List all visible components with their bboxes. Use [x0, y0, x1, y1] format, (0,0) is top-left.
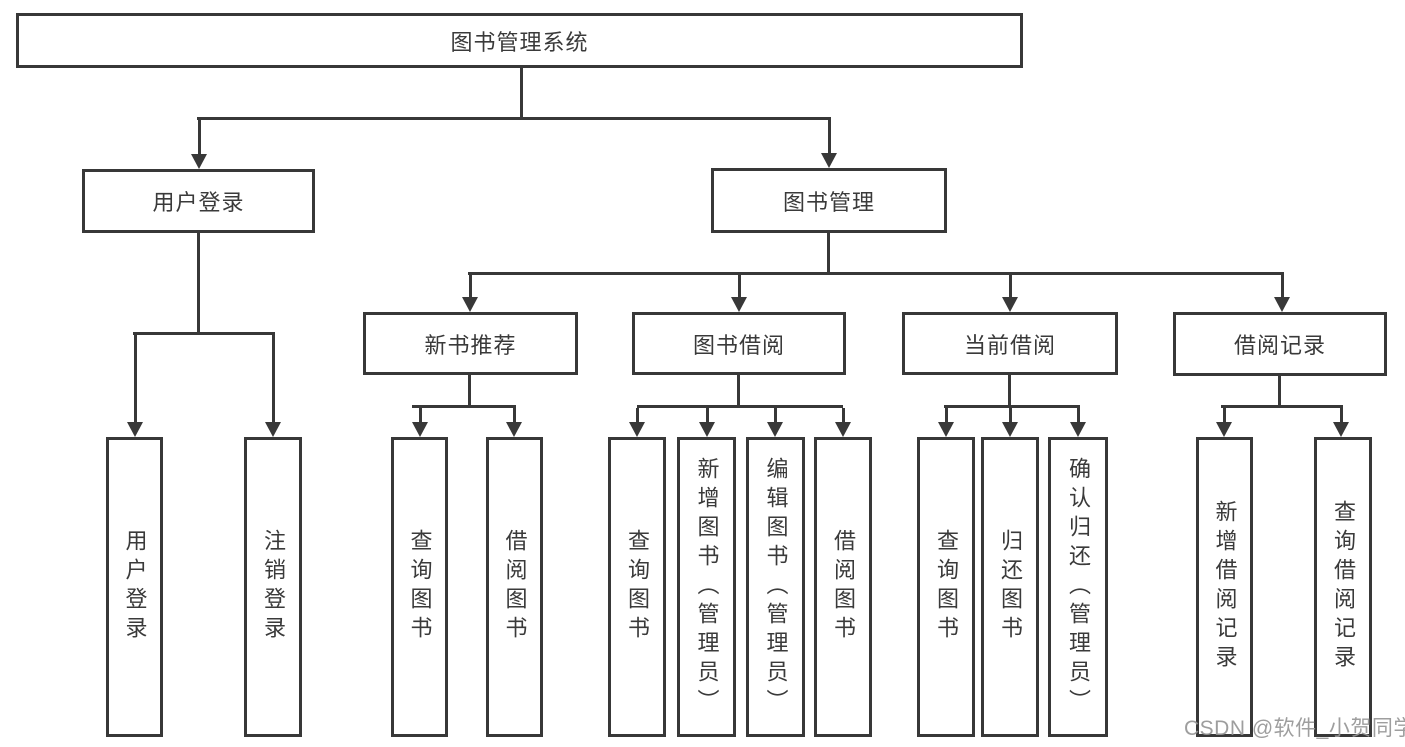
edge-new-book-recommend-trunk [468, 373, 471, 408]
leaf-record-add: 新增借阅记录 [1196, 437, 1253, 737]
arrowhead-icon [1070, 422, 1086, 437]
leaf-recommend-borrow-book: 借阅图书 [486, 437, 543, 737]
leaf-user-login: 用户登录 [106, 437, 163, 737]
leaf-current-query-book: 查询图书 [917, 437, 975, 737]
arrowhead-icon [1002, 422, 1018, 437]
edge-borrow-record-branch [1221, 405, 1343, 408]
leaf-logout-label: 注销登录 [261, 529, 286, 645]
arrow-to-borrow-record [1274, 275, 1290, 312]
leaf-borrow-edit-book-label: 编辑图书（管理员） [763, 456, 789, 718]
arrowhead-icon [699, 422, 715, 437]
leaf-borrow-borrow-book: 借阅图书 [814, 437, 872, 737]
arrowhead-icon [821, 153, 837, 168]
arrow-to-recommend-query-book [412, 408, 428, 437]
arrow-to-recommend-borrow-book [506, 408, 522, 437]
arrowhead-icon [191, 154, 207, 169]
arrow-to-leaf-user-login [127, 335, 143, 437]
node-user-login: 用户登录 [82, 169, 315, 233]
leaf-borrow-query-book: 查询图书 [608, 437, 666, 737]
node-book-management-label: 图书管理 [782, 189, 875, 215]
node-current-borrow: 当前借阅 [902, 312, 1118, 375]
arrow-to-record-query [1333, 408, 1349, 437]
arrowhead-icon [1274, 297, 1290, 312]
arrow-to-user-login [191, 119, 207, 169]
arrow-to-record-add [1216, 408, 1232, 437]
node-user-login-label: 用户登录 [152, 190, 245, 215]
edge-book-borrow-trunk [737, 373, 740, 408]
leaf-borrow-borrow-book-label: 借阅图书 [831, 529, 856, 645]
node-borrow-record-label: 借阅记录 [1233, 333, 1326, 358]
leaf-borrow-add-book: 新增图书（管理员） [677, 437, 736, 737]
arrow-to-borrow-edit-book [767, 408, 783, 437]
arrowhead-icon [767, 422, 783, 437]
arrow-to-current-confirm-return [1070, 408, 1086, 437]
node-current-borrow-label: 当前借阅 [963, 332, 1056, 358]
arrow-to-borrow-add-book [699, 408, 715, 437]
arrowhead-icon [462, 297, 478, 312]
edge-user-login-trunk [197, 231, 200, 335]
edge-book-management-trunk [827, 231, 830, 275]
arrow-to-borrow-borrow-book [835, 408, 851, 437]
leaf-current-confirm-return-label: 确认归还（管理员） [1066, 456, 1091, 718]
arrowhead-icon [835, 422, 851, 437]
arrowhead-icon [1333, 422, 1349, 437]
leaf-current-query-book-label: 查询图书 [934, 529, 959, 645]
arrowhead-icon [938, 422, 954, 437]
leaf-recommend-query-book-label: 查询图书 [407, 529, 433, 645]
edge-book-borrow-branch [637, 405, 843, 408]
leaf-current-return-book: 归还图书 [981, 437, 1039, 737]
edge-root-trunk [520, 66, 523, 119]
arrow-to-current-query-book [938, 408, 954, 437]
arrowhead-icon [1002, 297, 1018, 312]
edge-root-branch [197, 117, 831, 120]
edge-current-borrow-trunk [1008, 373, 1011, 408]
arrow-to-borrow-query-book [629, 408, 645, 437]
arrowhead-icon [506, 422, 522, 437]
node-root-label: 图书管理系统 [450, 29, 589, 55]
leaf-current-confirm-return: 确认归还（管理员） [1048, 437, 1108, 737]
arrowhead-icon [629, 422, 645, 437]
arrow-to-book-borrow [731, 275, 747, 312]
arrow-to-book-management [821, 119, 837, 168]
leaf-borrow-query-book-label: 查询图书 [625, 529, 650, 645]
arrow-to-leaf-logout [265, 335, 281, 437]
arrowhead-icon [731, 297, 747, 312]
leaf-record-query: 查询借阅记录 [1314, 437, 1372, 737]
arrowhead-icon [127, 422, 143, 437]
leaf-recommend-borrow-book-label: 借阅图书 [502, 529, 528, 645]
edge-new-book-recommend-branch [412, 405, 516, 408]
arrowhead-icon [412, 422, 428, 437]
edge-current-borrow-branch [944, 405, 1080, 408]
leaf-current-return-book-label: 归还图书 [998, 529, 1023, 645]
node-book-management: 图书管理 [711, 168, 947, 233]
arrow-to-current-borrow [1002, 275, 1018, 312]
node-root: 图书管理系统 [16, 13, 1023, 68]
leaf-borrow-edit-book: 编辑图书（管理员） [746, 437, 805, 737]
leaf-record-query-label: 查询借阅记录 [1331, 500, 1356, 674]
edge-user-login-branch [133, 332, 275, 335]
leaf-record-add-label: 新增借阅记录 [1212, 500, 1238, 674]
csdn-watermark: CSDN @软件_小贺同学 [1184, 717, 1405, 740]
node-new-book-recommend-label: 新书推荐 [424, 332, 517, 358]
leaf-borrow-add-book-label: 新增图书（管理员） [694, 456, 720, 718]
leaf-user-login-label: 用户登录 [122, 529, 148, 645]
arrow-to-new-book-recommend [462, 275, 478, 312]
arrow-to-current-return-book [1002, 408, 1018, 437]
leaf-recommend-query-book: 查询图书 [391, 437, 448, 737]
node-new-book-recommend: 新书推荐 [363, 312, 578, 375]
node-book-borrow: 图书借阅 [632, 312, 846, 375]
edge-book-management-branch [468, 272, 1284, 275]
edge-borrow-record-trunk [1278, 374, 1281, 408]
node-borrow-record: 借阅记录 [1173, 312, 1387, 376]
arrowhead-icon [265, 422, 281, 437]
arrowhead-icon [1216, 422, 1232, 437]
node-book-borrow-label: 图书借阅 [692, 332, 785, 358]
leaf-logout: 注销登录 [244, 437, 302, 737]
